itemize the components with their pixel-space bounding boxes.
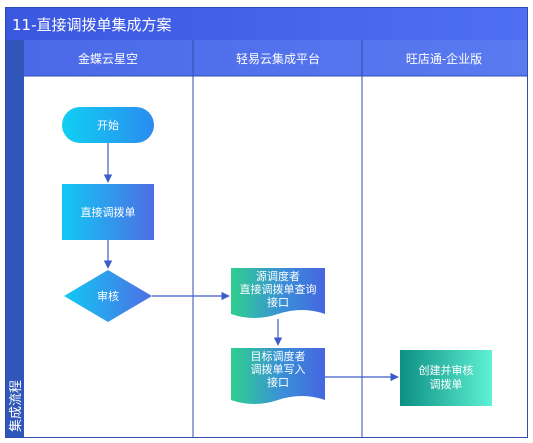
lane-title-kingdee: 金蝶云星空 bbox=[78, 51, 138, 66]
create-audit-line-1: 创建并审核 bbox=[419, 363, 474, 377]
target-write-line-2: 调拨单写入 bbox=[251, 362, 306, 376]
direct-transfer-label: 直接调拨单 bbox=[81, 205, 136, 219]
audit-decision bbox=[64, 270, 152, 322]
source-query-line-1: 源调度者 bbox=[256, 269, 300, 283]
target-write-line-3: 接口 bbox=[267, 376, 289, 389]
create-audit-line-2: 调拨单 bbox=[430, 377, 463, 391]
source-query-document bbox=[231, 268, 325, 318]
target-write-document bbox=[231, 348, 325, 404]
direct-transfer-node bbox=[62, 184, 154, 240]
create-audit-node bbox=[400, 350, 492, 406]
start-node bbox=[62, 107, 154, 143]
side-label: 集成流程 bbox=[8, 380, 24, 432]
lane-title-qeasy: 轻易云集成平台 bbox=[236, 51, 320, 66]
lane-title-wangdiantong: 旺店通-企业版 bbox=[406, 51, 482, 66]
lane-header-band bbox=[24, 40, 527, 76]
target-write-line-1: 目标调度者 bbox=[251, 349, 306, 363]
side-label-column bbox=[6, 40, 24, 437]
diagram-title: 11-直接调拨单集成方案 bbox=[12, 16, 172, 34]
source-query-line-2: 直接调拨单查询 bbox=[240, 282, 317, 296]
title-bar bbox=[6, 8, 527, 40]
audit-label: 审核 bbox=[97, 289, 119, 303]
start-node-label: 开始 bbox=[97, 118, 119, 132]
source-query-line-3: 接口 bbox=[267, 296, 289, 309]
